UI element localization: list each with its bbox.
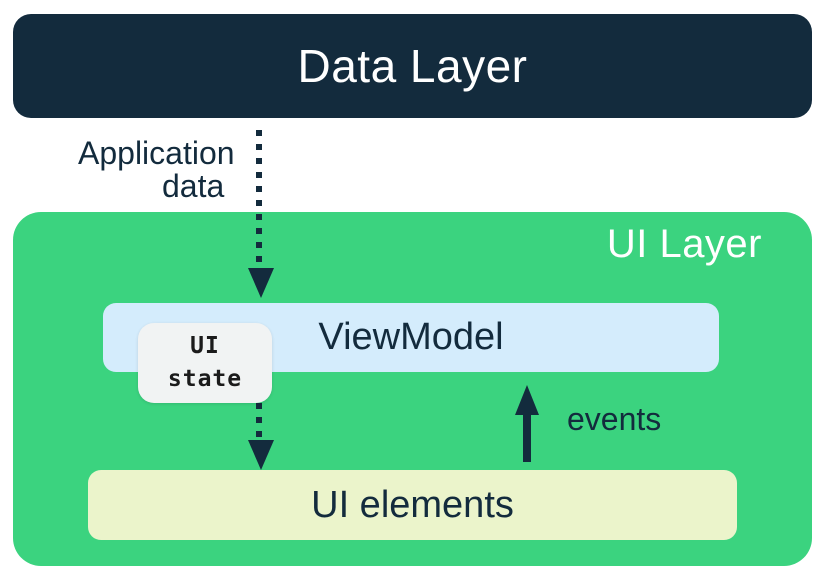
application-data-label-line1: Application <box>78 135 235 171</box>
ui-layer-label: UI Layer <box>606 222 762 266</box>
arrow-up-icon <box>515 385 539 415</box>
ui-state-dotted-line <box>256 403 262 439</box>
arrow-down-icon <box>248 268 274 298</box>
data-layer-label: Data Layer <box>297 40 528 92</box>
application-data-label-line2: data <box>162 168 225 204</box>
arrow-down-icon <box>248 440 274 470</box>
ui-elements-label: UI elements <box>311 483 514 526</box>
data-layer-box: Data Layer <box>13 14 812 118</box>
ui-elements-box: UI elements <box>88 470 737 540</box>
ui-state-label-line2: state <box>167 366 243 392</box>
events-label: events <box>567 401 662 437</box>
viewmodel-label: ViewModel <box>318 316 504 358</box>
ui-state-label-line1: UI <box>190 333 220 359</box>
ui-state-badge: UI state <box>138 323 272 403</box>
events-arrow-shaft <box>523 413 531 462</box>
application-data-dotted-line <box>256 130 262 268</box>
